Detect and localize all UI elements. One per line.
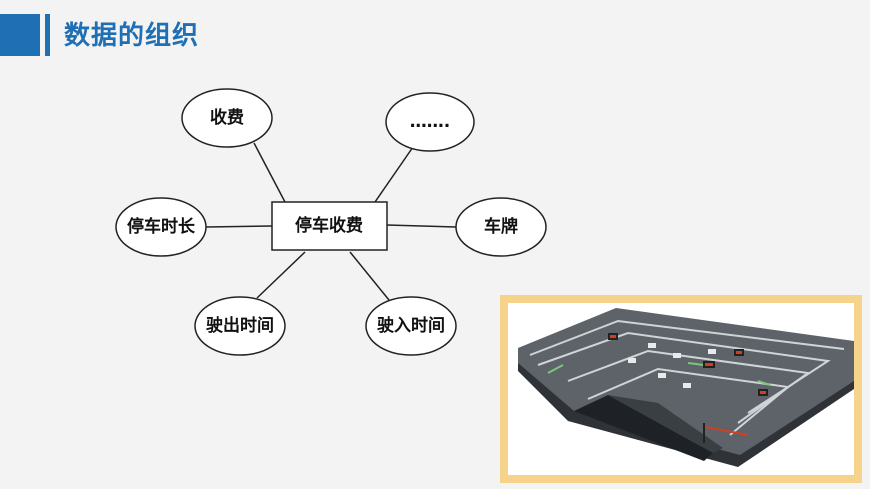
node-fee: 收费 (181, 88, 273, 148)
node-fee-label: 收费 (210, 107, 244, 128)
node-entry-time-label: 驶入时间 (377, 315, 445, 336)
connector-more (374, 146, 414, 203)
connector-duration (205, 225, 273, 228)
node-entry-time: 驶入时间 (365, 296, 457, 356)
title-accent-bar (45, 14, 50, 56)
slide-title: 数据的组织 (64, 21, 200, 51)
parking-lot-image-frame (500, 295, 862, 483)
node-exit-time-label: 驶出时间 (206, 315, 274, 336)
node-exit-time: 驶出时间 (194, 296, 286, 356)
center-node: 停车收费 (271, 201, 388, 251)
connector-plate (386, 224, 457, 228)
connector-entry-time (349, 251, 390, 301)
title-accent-block (0, 14, 40, 56)
node-plate: 车牌 (455, 197, 547, 257)
node-duration: 停车时长 (115, 197, 207, 257)
center-node-label: 停车收费 (295, 215, 363, 236)
connector-fee (253, 142, 286, 203)
node-plate-label: 车牌 (484, 216, 518, 237)
connector-exit-time (256, 251, 306, 299)
node-more: ……. (385, 92, 475, 152)
node-duration-label: 停车时长 (127, 216, 196, 237)
node-more-label: ……. (410, 112, 450, 132)
parking-lot-illustration (508, 303, 854, 475)
parking-lot-image (508, 303, 854, 475)
